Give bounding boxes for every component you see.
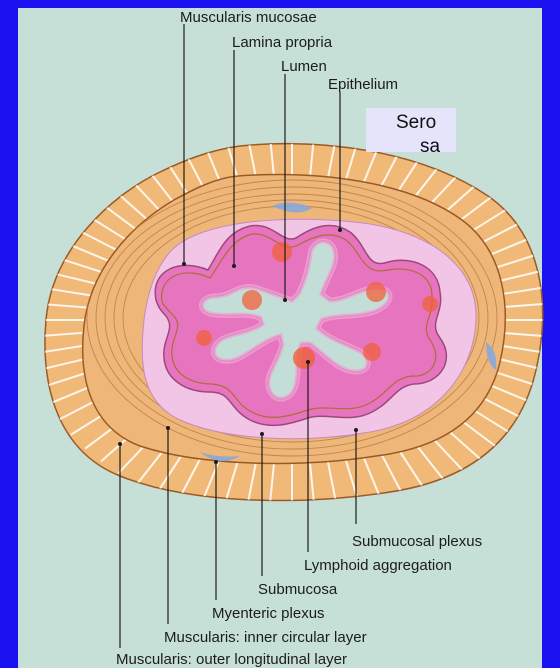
lymphoid-nodule — [363, 343, 381, 361]
label-lymphoid-aggregation: Lymphoid aggregation — [304, 557, 452, 574]
label-lamina-propria: Lamina propria — [232, 34, 333, 51]
label-submucosal-plexus: Submucosal plexus — [352, 533, 482, 550]
lymphoid-nodule — [293, 347, 315, 369]
serosa-label-line1: Sero — [396, 112, 436, 134]
serosa-label-line2: sa — [420, 136, 440, 158]
label-submucosa: Submucosa — [258, 581, 338, 598]
label-myenteric-plexus: Myenteric plexus — [212, 605, 325, 622]
label-muscularis-mucosae: Muscularis mucosae — [180, 9, 317, 26]
lymphoid-nodule — [272, 242, 292, 262]
label-epithelium: Epithelium — [328, 76, 398, 93]
label-inner-circular-layer: Muscularis: inner circular layer — [164, 629, 367, 646]
lymphoid-nodule — [366, 282, 386, 302]
lymphoid-nodule — [196, 330, 212, 346]
lymphoid-nodule — [422, 296, 438, 312]
label-outer-longitudinal-layer: Muscularis: outer longitudinal layer — [116, 651, 347, 668]
lymphoid-nodule — [242, 290, 262, 310]
label-lumen: Lumen — [281, 58, 327, 75]
